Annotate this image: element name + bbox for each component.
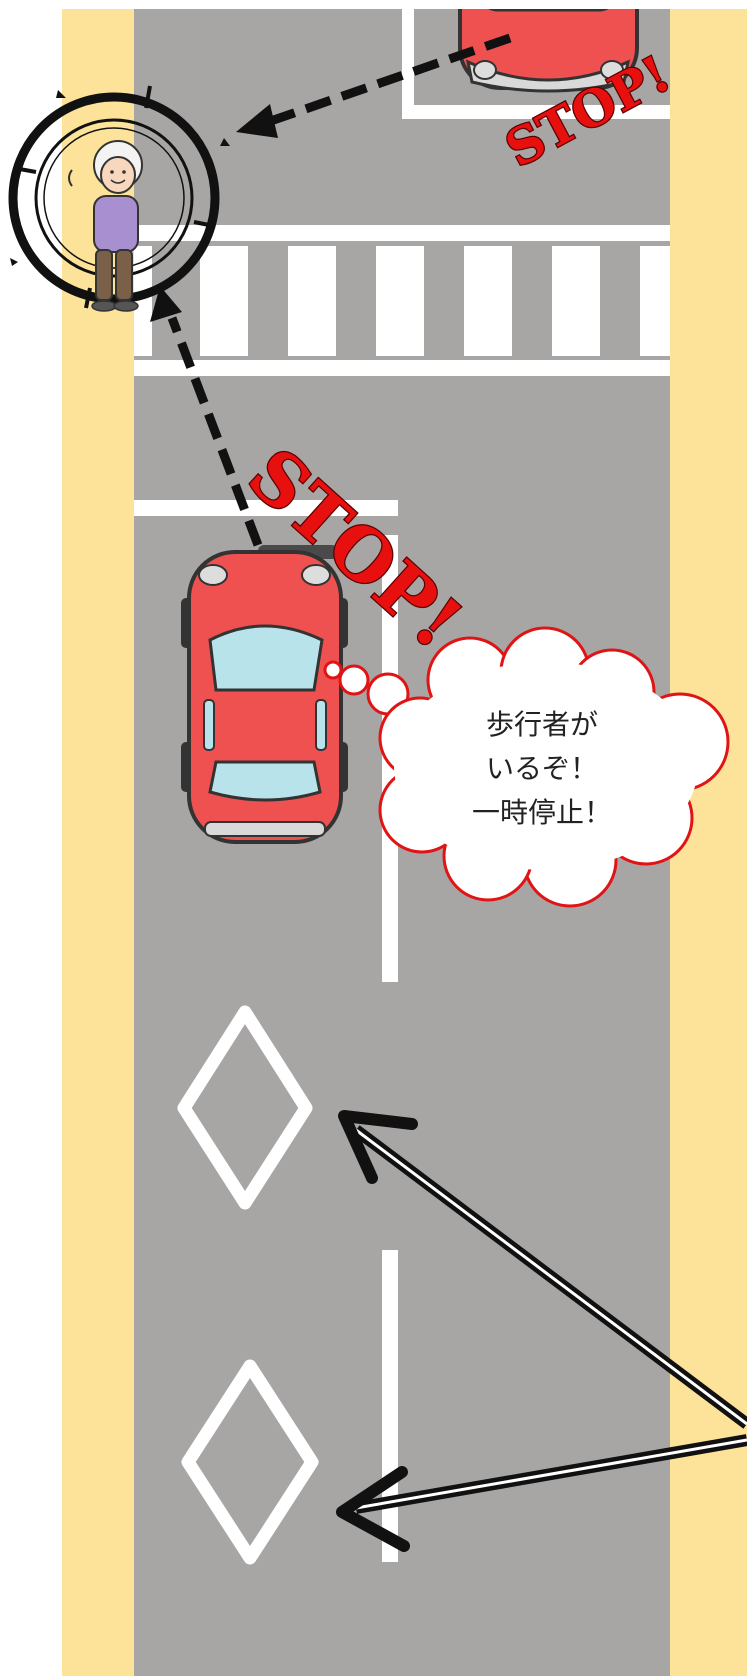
diamond-marking-lower [181, 1359, 319, 1565]
thought-bubble-line-3: 一時停止！ [472, 796, 612, 829]
pointer-arrow-to-lower-diamond [336, 1434, 747, 1552]
diamond-marking-upper [177, 1005, 313, 1210]
thought-bubble: 歩行者が いるぞ！ 一時停止！ [323, 626, 730, 908]
dashed-arrow-top-car-to-pedestrian [236, 33, 512, 138]
thought-bubble-line-2: いるぞ！ [486, 752, 598, 785]
dashed-arrow-car-to-pedestrian [150, 286, 263, 547]
top-stop-line-markings [402, 9, 670, 119]
elderly-pedestrian-icon [68, 140, 143, 312]
thought-bubble-line-1: 歩行者が [486, 708, 598, 741]
stop-line [134, 500, 398, 516]
car-top-view-icon [181, 545, 348, 844]
target-ring-icon [8, 85, 230, 309]
pointer-arrow-to-upper-diamond [338, 1110, 747, 1429]
car-top-view-icon [458, 9, 639, 93]
crosswalk [134, 225, 670, 376]
